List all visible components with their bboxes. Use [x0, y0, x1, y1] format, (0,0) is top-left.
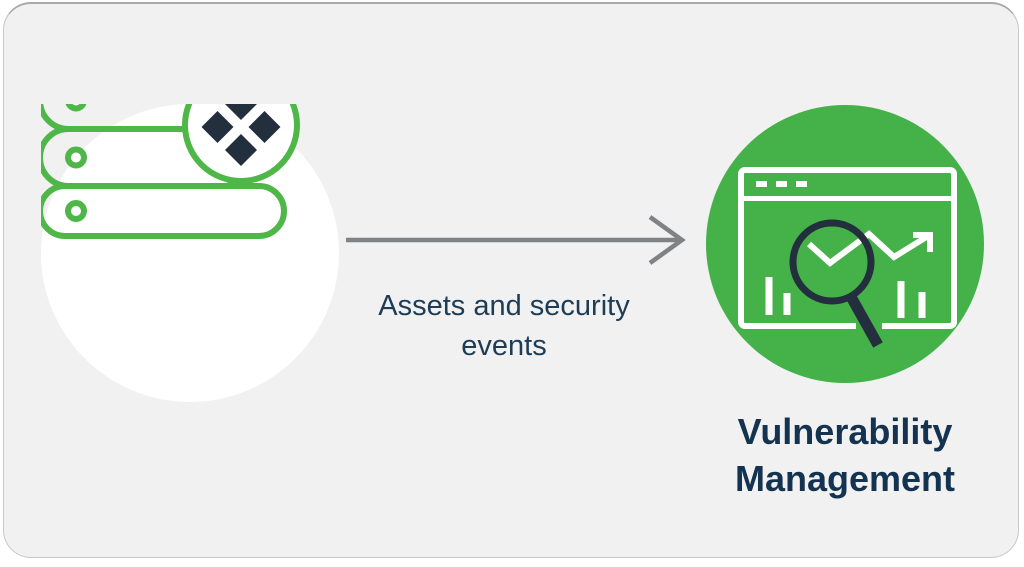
vulnerability-dashboard-icon	[738, 167, 957, 348]
vulnerability-management-label: Vulnerability Management	[734, 411, 956, 499]
trend-arrow-line	[806, 230, 933, 267]
magnifier-icon	[789, 219, 883, 348]
asset-source-circle	[41, 104, 339, 402]
arrow-label: Assets and security events	[378, 290, 630, 362]
vulnerability-circle	[706, 105, 984, 383]
diagram-panel: Assets and security events	[3, 2, 1019, 558]
diamond-logo-icon	[182, 104, 300, 184]
server-stack-icon	[41, 104, 300, 239]
bar-chart-bars	[765, 277, 926, 318]
arrow-right-icon	[346, 215, 686, 265]
